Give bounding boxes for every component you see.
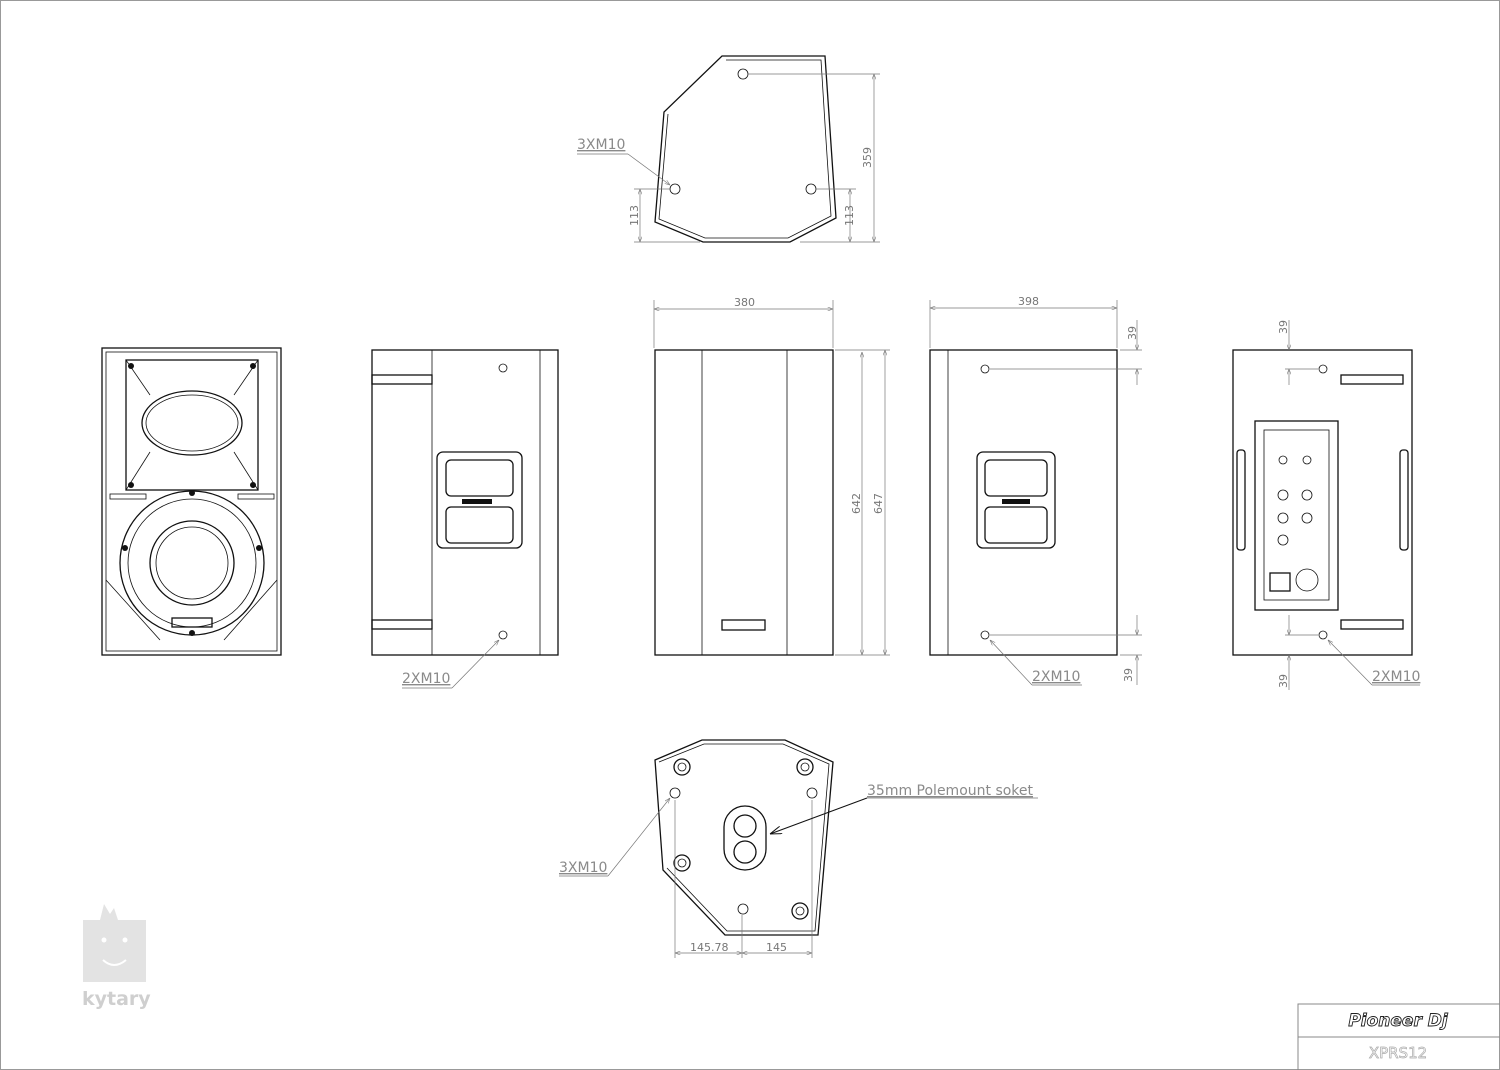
dim-width: 380 [734, 296, 755, 309]
dim-top-left-113: 113 [628, 205, 641, 226]
dim-height-642: 642 [850, 493, 863, 514]
rear-view: 39 39 2XM10 [1232, 320, 1420, 690]
label-side-right-holes: 2XM10 [1032, 669, 1080, 685]
dim-depth: 398 [1018, 295, 1039, 308]
dim-side-bottom-39: 39 [1122, 668, 1135, 682]
kytary-watermark: kytary [82, 904, 151, 1010]
dim-rear-top-39: 39 [1277, 320, 1290, 334]
dim-bottom-right: 145 [766, 941, 787, 954]
dim-rear-bottom-39: 39 [1277, 674, 1290, 688]
dim-side-top-39: 39 [1126, 326, 1139, 340]
label-side-left-holes: 2XM10 [402, 671, 450, 687]
watermark-text: kytary [82, 988, 151, 1010]
front-view [101, 347, 282, 656]
dim-top-depth: 359 [861, 147, 874, 168]
side-view-left: 2XM10 [371, 349, 559, 689]
dim-top-right-113: 113 [843, 205, 856, 226]
top-view: 359 113 113 3XM10 [577, 55, 880, 243]
label-top-holes: 3XM10 [577, 137, 625, 153]
label-bottom-holes: 3XM10 [559, 860, 607, 876]
model-name: XPRS12 [1369, 1044, 1427, 1062]
bottom-view: 145.78 145 3XM10 35mm Polemount soket [559, 739, 1038, 958]
label-polemount: 35mm Polemount soket [867, 783, 1034, 799]
dim-height-647: 647 [872, 493, 885, 514]
brand-logo: Pioneer Dj [1348, 1011, 1449, 1031]
title-block: Pioneer Dj XPRS12 [1297, 1003, 1500, 1070]
label-rear-holes: 2XM10 [1372, 669, 1420, 685]
front-grille-view: 380 642 647 [653, 296, 890, 656]
side-view-right: 398 39 39 2XM10 [929, 295, 1142, 686]
dim-bottom-left: 145.78 [690, 941, 729, 954]
